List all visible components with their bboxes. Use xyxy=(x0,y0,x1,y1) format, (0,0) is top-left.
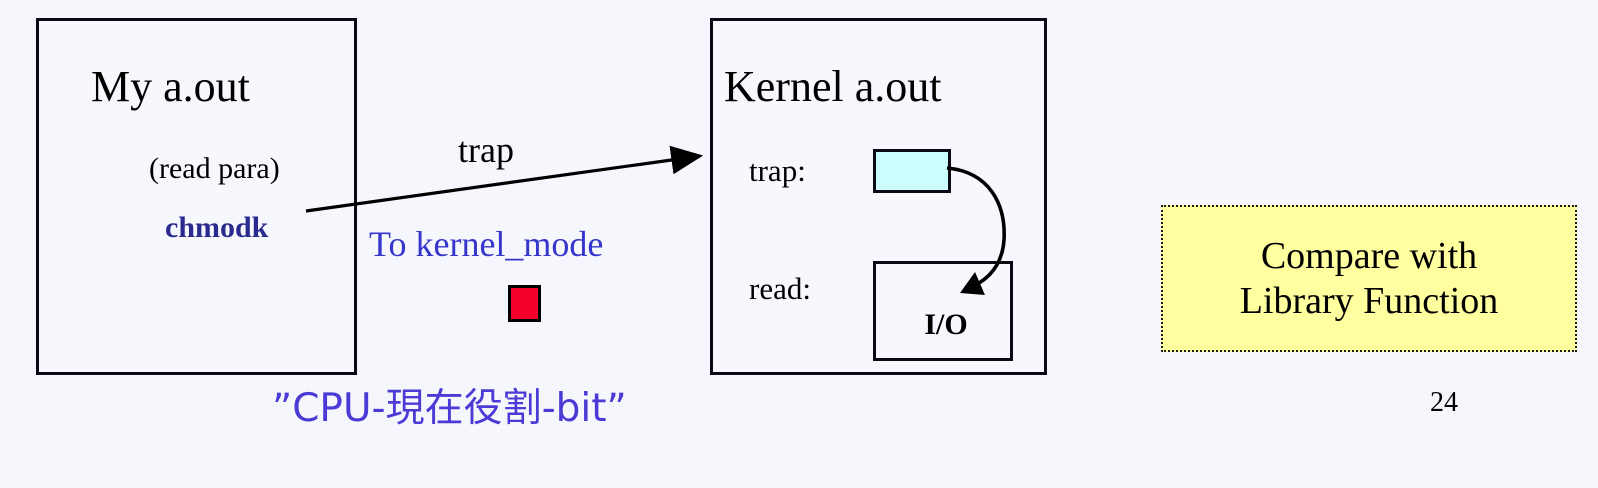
trap-transition-label: trap xyxy=(458,130,514,170)
user-process-syscall: chmodk xyxy=(165,211,269,244)
cpu-mode-bit-caption: ”CPU-現在役割-bit” xyxy=(272,386,627,431)
to-kernel-mode-label: To kernel_mode xyxy=(369,224,604,264)
trap-handler-cell xyxy=(873,149,951,193)
compare-callout-box: Compare with Library Function xyxy=(1161,205,1577,352)
mode-bit-swatch xyxy=(508,285,541,322)
user-process-title: My a.out xyxy=(91,62,250,111)
kernel-process-title: Kernel a.out xyxy=(724,62,942,111)
kernel-process-box: Kernel a.out trap: read: I/O xyxy=(710,18,1047,375)
compare-callout-line-1: Compare with xyxy=(1260,234,1478,277)
slide-number: 24 xyxy=(1430,387,1458,418)
user-process-note: (read para) xyxy=(149,152,280,185)
user-process-box: My a.out (read para) chmodk xyxy=(36,18,357,375)
io-routine-box: I/O xyxy=(873,261,1013,361)
kernel-trap-label: trap: xyxy=(749,153,806,188)
kernel-read-label: read: xyxy=(749,271,811,306)
compare-callout-line-2: Library Function xyxy=(1239,279,1499,322)
io-routine-label: I/O xyxy=(924,308,968,341)
